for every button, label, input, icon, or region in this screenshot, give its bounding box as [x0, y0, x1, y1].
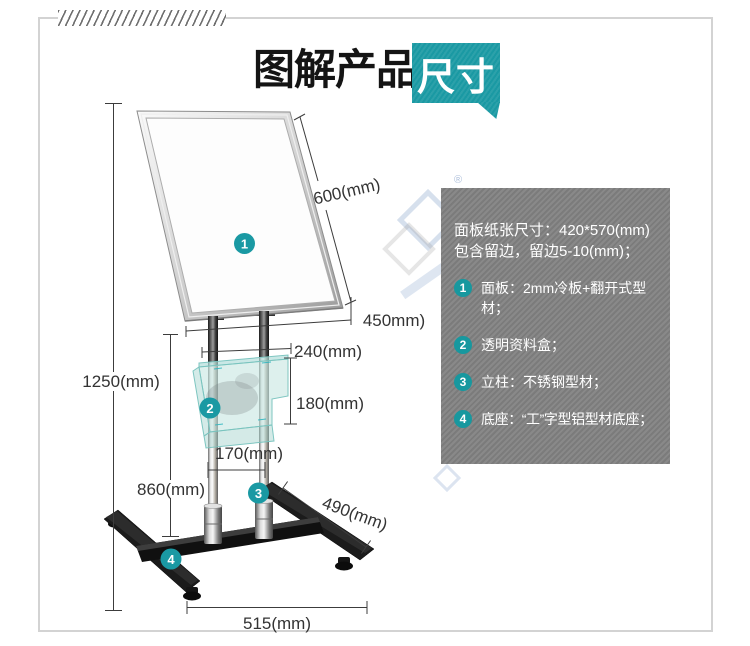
hatch-slashes [58, 10, 226, 26]
dim-pole-height [162, 334, 179, 537]
info-item-panel: 1 面板：2mm冷板+翻开式型材； [454, 278, 658, 318]
info-item-pole: 3 立柱：不锈钢型材； [454, 372, 658, 392]
dim-holder-width [201, 343, 292, 358]
dim-panel-width [185, 297, 352, 337]
dim-panel-height [293, 113, 357, 306]
badge-1-label: 1 [241, 237, 248, 252]
badge-2-circle [199, 397, 221, 419]
badge-2-label: 2 [206, 401, 213, 416]
badge-1-circle [234, 233, 255, 254]
info-item-4-badge: 4 [454, 410, 472, 428]
dim-total-height [105, 103, 122, 611]
base-foot-front-right [335, 561, 353, 571]
dim-base-depth [277, 481, 372, 554]
part-badge-4: 4 [160, 548, 182, 570]
info-item-2-text: 透明资料盒； [481, 337, 565, 353]
info-item-3-badge: 3 [454, 373, 472, 391]
info-item-4-text: 底座：“工”字型铝型材底座； [481, 411, 653, 427]
info-intro: 面板纸张尺寸：420*570(mm) 包含留边，留边5-10(mm)； [454, 220, 658, 262]
top-hatch-decoration [58, 10, 226, 26]
left-pole [208, 316, 218, 545]
brochure-holder [192, 354, 289, 449]
info-items: 1 面板：2mm冷板+翻开式型材； 2 透明资料盒； 3 立柱：不锈钢型材； 4… [454, 278, 658, 429]
right-pole [259, 311, 269, 540]
dim-pole-spacing-label: 170(mm) [215, 444, 283, 463]
info-intro-line-1: 面板纸张尺寸：420*570(mm) [454, 222, 650, 239]
poster-frame [136, 110, 344, 322]
info-intro-line-2: 包含留边，留边5-10(mm)； [454, 243, 640, 260]
dim-total-height-label: 1250(mm) [82, 372, 159, 391]
title-badge-text: 尺寸 [416, 56, 495, 99]
info-item-3-text: 立柱：不锈钢型材； [481, 374, 607, 390]
dim-base-width [186, 601, 368, 614]
info-item-base: 4 底座：“工”字型铝型材底座； [454, 409, 658, 429]
info-item-holder: 2 透明资料盒； [454, 335, 658, 355]
pole-collar-right [254, 498, 274, 539]
dim-pole-height-label: 860(mm) [137, 480, 205, 499]
info-item-2-badge: 2 [454, 336, 472, 354]
info-panel: 面板纸张尺寸：420*570(mm) 包含留边，留边5-10(mm)； 1 面板… [441, 188, 670, 464]
dim-holder-height [284, 357, 297, 425]
header: 图解产品 尺寸 [253, 40, 500, 119]
dim-panel-height-label: 600(mm) [311, 175, 382, 209]
dim-panel-width-label: 450mm) [363, 311, 425, 330]
dim-base-width-label: 515(mm) [243, 614, 311, 633]
base-foot-front-left [183, 591, 201, 601]
page-border [38, 17, 713, 632]
badge-3-circle [248, 482, 269, 504]
dim-holder-width-label: 240(mm) [294, 342, 362, 361]
badge-4-label: 4 [167, 552, 175, 567]
info-item-1-badge: 1 [454, 279, 472, 297]
info-item-1-text: 面板：2mm冷板+翻开式型材； [481, 280, 647, 316]
part-badge-2: 2 [199, 397, 221, 419]
part-badge-3: 3 [248, 482, 269, 504]
pole-collar-left [203, 503, 223, 544]
badge-4-circle [160, 548, 182, 570]
dim-pole-spacing [207, 462, 266, 478]
title-highlight-badge: 尺寸 [412, 43, 500, 103]
part-badge-1: 1 [234, 233, 255, 254]
poster-panel [145, 117, 336, 314]
badge-3-label: 3 [255, 486, 262, 501]
base [103, 481, 375, 601]
dim-holder-height-label: 180(mm) [296, 394, 364, 413]
page-title: 图解产品 [253, 46, 418, 93]
